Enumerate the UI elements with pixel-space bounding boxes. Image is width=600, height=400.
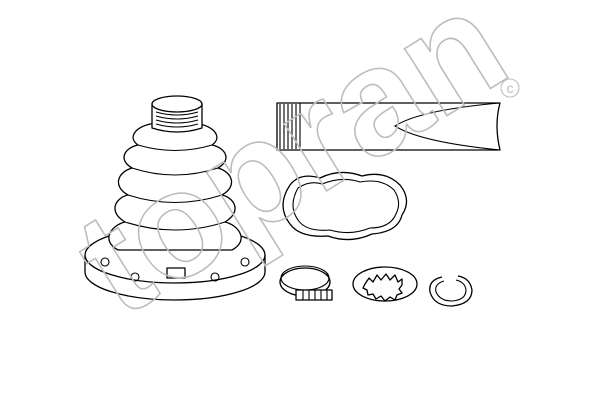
svg-text:c: c	[507, 80, 514, 96]
copyright-symbol: c	[500, 78, 520, 98]
toothed-washer	[352, 266, 418, 302]
cv-joint-boot	[84, 95, 266, 301]
circlip	[429, 275, 473, 307]
hose-clamp	[279, 265, 333, 301]
seal-gasket	[282, 171, 408, 241]
grease-tube	[276, 102, 501, 151]
